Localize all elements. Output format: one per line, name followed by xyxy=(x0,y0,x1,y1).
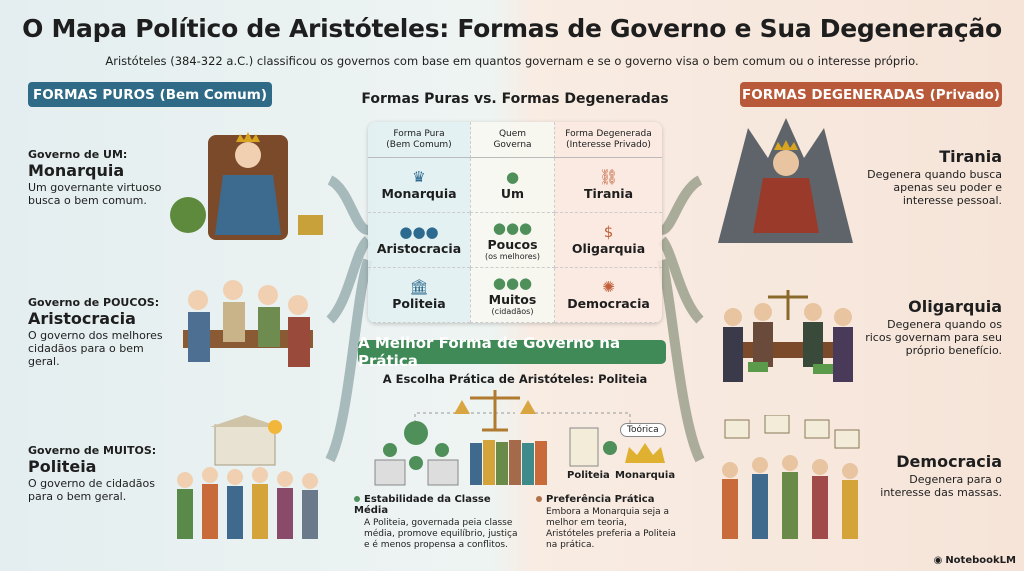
citizens-group-icon xyxy=(470,440,547,485)
crowd-icon: ●●● xyxy=(492,273,533,292)
table-cell: ●●●Aristocracia xyxy=(368,213,470,268)
comparison-table: Forma Pura (Bem Comum) Quem Governa Form… xyxy=(368,122,662,323)
practice-illustration xyxy=(374,390,665,486)
scroll-icon xyxy=(569,427,599,467)
tyranny-description: Tirania Degenera quando busca apenas seu… xyxy=(860,146,1002,207)
degenerate-forms-badge: FORMAS DEGENERADAS (Privado) xyxy=(740,82,1002,107)
polity-label: Governo de MUITOS: xyxy=(28,444,157,457)
broken-chain-icon: ⛓ xyxy=(598,168,619,186)
tyranny-desc: Degenera quando busca apenas seu poder e… xyxy=(867,168,1002,207)
practical-choice-subtitle: A Escolha Prática de Aristóteles: Polite… xyxy=(382,372,648,386)
best-form-banner: A Melhor Forma de Governo na Prática xyxy=(358,334,666,370)
aristocracy-desc: O governo dos melhores cidadãos para o b… xyxy=(28,329,163,368)
person-icon: ● xyxy=(505,168,520,186)
oligarchy-desc: Degenera quando os ricos governam para s… xyxy=(865,318,1002,357)
polity-name: Politeia xyxy=(28,457,97,476)
notebooklm-icon: ◉ xyxy=(933,555,943,566)
crown-icon: ♛ xyxy=(412,168,426,186)
monarchy-desc: Um governante virtuoso busca o bem comum… xyxy=(28,181,162,207)
table-cell: ●●●Poucos(os melhores) xyxy=(470,213,555,268)
table-cell: 🏛Politeia xyxy=(368,268,470,323)
polity-desc: O governo de cidadãos para o bem geral. xyxy=(28,477,155,503)
aristocracy-illustration xyxy=(183,280,313,367)
group-icon: ●●● xyxy=(399,223,439,241)
scale-icon xyxy=(454,390,536,432)
check-icon xyxy=(603,441,617,455)
table-cell: ✺Democracia xyxy=(555,268,662,323)
oligarchy-description: Oligarquia Degenera quando os ricos gove… xyxy=(860,296,1002,357)
tyrant-illustration xyxy=(718,118,853,243)
money-bag-icon: $ xyxy=(603,223,614,241)
monarch-illustration xyxy=(170,132,323,240)
table-cell: ●●●Muitos(cidadãos) xyxy=(470,268,555,323)
politeia-label: Politeia xyxy=(567,470,610,481)
oligarchy-name: Oligarquia xyxy=(908,297,1002,316)
building-icon: 🏛 xyxy=(409,278,429,296)
aristocracy-description: Governo de POUCOS: Aristocracia O govern… xyxy=(28,296,168,368)
polity-illustration xyxy=(177,415,318,539)
monarchy-description: Governo de UM: Monarquia Um governante v… xyxy=(28,148,168,207)
democracy-desc: Degenera para o interesse das massas. xyxy=(880,473,1002,499)
middle-class-stability-bullet: Estabilidade da Classe Média A Politeia,… xyxy=(354,494,518,550)
monarquia-label: Monarquia xyxy=(615,470,676,481)
pure-forms-badge: FORMAS PUROS (Bem Comum) xyxy=(28,82,272,107)
theoretical-bubble: Toórica xyxy=(620,423,666,437)
middle-class-network-icon xyxy=(374,421,459,486)
chaos-icon: ✺ xyxy=(602,278,615,296)
aristocracy-name: Aristocracia xyxy=(28,309,136,328)
aristocracy-label: Governo de POUCOS: xyxy=(28,296,160,309)
header-pure: Forma Pura (Bem Comum) xyxy=(368,122,470,158)
page-title: O Mapa Político de Aristóteles: Formas d… xyxy=(22,14,1002,43)
table-cell: ♛Monarquia xyxy=(368,158,470,213)
group-icon: ●●● xyxy=(492,218,533,237)
header-who: Quem Governa xyxy=(470,122,555,158)
notebooklm-logo: ◉NotebookLM xyxy=(933,555,1016,566)
monarchy-label: Governo de UM: xyxy=(28,148,128,161)
tyranny-name: Tirania xyxy=(939,147,1002,166)
democracy-description: Democracia Degenera para o interesse das… xyxy=(860,451,1002,499)
header-degenerate: Forma Degenerada (Interesse Privado) xyxy=(555,122,662,158)
democracy-name: Democracia xyxy=(896,452,1002,471)
monarchy-name: Monarquia xyxy=(28,161,125,180)
polity-description: Governo de MUITOS: Politeia O governo de… xyxy=(28,444,168,503)
table-cell: ⛓Tirania xyxy=(555,158,662,213)
oligarchy-illustration xyxy=(723,290,853,382)
table-cell: ●Um xyxy=(470,158,555,213)
subtitle: Aristóteles (384-322 a.C.) classificou o… xyxy=(105,54,919,68)
crown-icon xyxy=(625,443,665,463)
table-cell: $Oligarquia xyxy=(555,213,662,268)
practical-preference-bullet: Preferência Prática Embora a Monarquia s… xyxy=(536,494,676,551)
democracy-illustration xyxy=(722,415,860,539)
comparison-title: Formas Puras vs. Formas Degeneradas xyxy=(361,91,669,107)
